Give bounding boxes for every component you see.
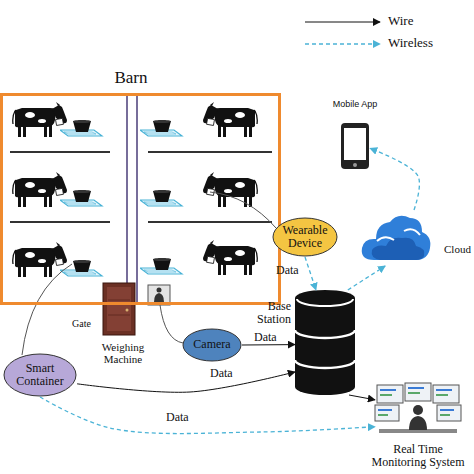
edge-label: Data	[210, 367, 233, 380]
mobile-app-phone: Mobile App	[340, 122, 370, 170]
device-wires	[22, 192, 276, 355]
legend-text: Wireless	[388, 36, 433, 51]
node-text: Base Station	[233, 300, 291, 327]
node-text: Cloud	[444, 243, 474, 255]
gate-label: Gate	[72, 318, 102, 329]
monitoring-system-image-outline	[375, 383, 461, 439]
wire-legend-sample	[305, 22, 380, 23]
edge-label: Data	[276, 264, 299, 277]
legend-text: Wire	[388, 14, 413, 29]
gate-image	[103, 283, 135, 335]
weighing-machine-label: Weighing Machine	[95, 341, 151, 366]
node-text: Smart Container	[7, 362, 73, 389]
wireless-connector	[305, 257, 316, 290]
wire-connector	[349, 395, 375, 400]
feeders	[60, 120, 182, 276]
node-text: Mobile App	[330, 100, 380, 110]
camera-ellipse: Camera	[182, 328, 242, 362]
node-text: Real Time Monitoring System	[368, 443, 468, 470]
cloud-icon-outline	[360, 210, 432, 266]
cows	[13, 102, 258, 277]
monitoring-system-image: Real Time Monitoring System	[375, 383, 461, 439]
mobile-app-phone-outline	[340, 122, 370, 170]
barn-box: Barn	[0, 93, 281, 305]
stall-dividers	[10, 95, 272, 303]
wireless-connector	[370, 148, 419, 210]
wire-connector	[242, 344, 295, 345]
edge-label: Data	[166, 411, 189, 424]
wire-connector	[77, 372, 295, 392]
wireless-legend-sample	[305, 43, 380, 44]
smart-container-ellipse: Smart Container	[3, 353, 77, 397]
cloud-icon: Cloud	[360, 210, 432, 266]
wireless-connector	[348, 266, 385, 290]
base-station-database-outline	[295, 290, 355, 395]
node-text: Barn	[101, 68, 161, 87]
weighing-machine-image	[148, 285, 170, 305]
base-station-database: Base Station	[295, 290, 355, 395]
wireless-connector	[40, 397, 375, 434]
node-text: Camera	[186, 338, 238, 351]
wearable-device-ellipse: Wearable Device	[272, 217, 338, 257]
edge-label: Data	[254, 331, 277, 344]
node-text: Wearable Device	[276, 224, 334, 251]
